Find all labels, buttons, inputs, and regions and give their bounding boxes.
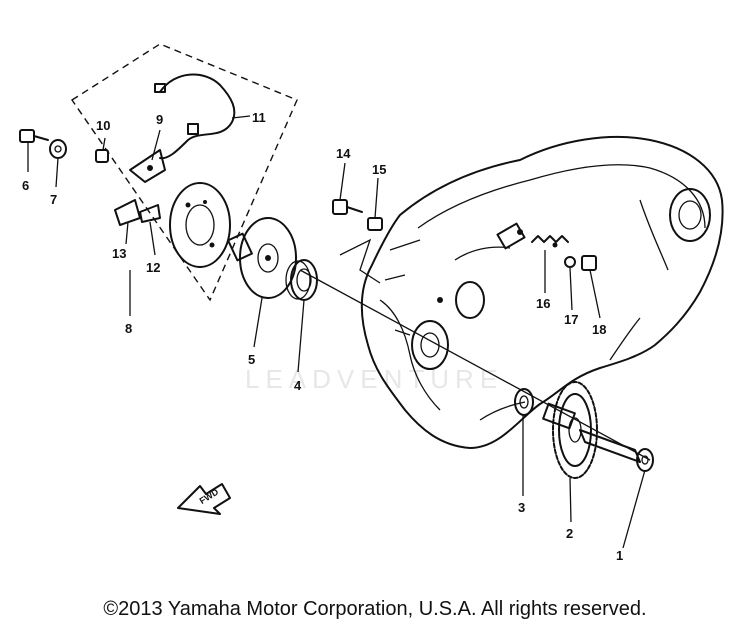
part-rotor-5 xyxy=(227,217,297,299)
callout-9: 9 xyxy=(156,112,163,127)
part-washer-3 xyxy=(514,388,534,416)
part-gear-2 xyxy=(542,381,641,479)
callout-11: 11 xyxy=(252,110,266,125)
fwd-arrow-label: FWD xyxy=(198,486,221,506)
callout-16: 16 xyxy=(536,296,550,311)
callout-3: 3 xyxy=(518,500,525,515)
part-nut-15 xyxy=(367,217,383,231)
callout-17: 17 xyxy=(564,312,578,327)
part-screw-6 xyxy=(19,129,49,143)
part-condenser-12-13 xyxy=(114,199,161,226)
assembly-dashed-outline xyxy=(71,43,298,302)
part-washer-7 xyxy=(49,139,67,159)
part-nut-10 xyxy=(95,149,109,163)
part-stator-plate xyxy=(169,182,231,268)
part-ball-17 xyxy=(564,256,576,268)
callout-2: 2 xyxy=(566,526,573,541)
part-spring-16 xyxy=(531,235,569,243)
copyright-notice: ©2013 Yamaha Motor Corporation, U.S.A. A… xyxy=(103,598,647,620)
part-contact-breaker-9 xyxy=(129,149,166,183)
callout-12: 12 xyxy=(146,260,160,275)
callout-14: 14 xyxy=(336,146,351,161)
callout-5: 5 xyxy=(248,352,255,367)
fwd-direction-arrow: FWD xyxy=(177,483,231,515)
callout-8: 8 xyxy=(125,321,132,336)
part-plug-18 xyxy=(581,255,597,271)
part-bolt-14 xyxy=(332,199,363,215)
callout-7: 7 xyxy=(50,192,57,207)
callout-6: 6 xyxy=(22,178,29,193)
bolt-guide-line xyxy=(339,238,381,284)
callout-15: 15 xyxy=(372,162,386,177)
watermark-text: LEADVENTURE xyxy=(245,364,503,394)
callout-13: 13 xyxy=(112,246,126,261)
callout-1: 1 xyxy=(616,548,623,563)
part-lead-wire-11 xyxy=(154,73,236,160)
leader-lines xyxy=(27,115,646,549)
callout-10: 10 xyxy=(96,118,110,133)
callout-18: 18 xyxy=(592,322,606,337)
callout-4: 4 xyxy=(294,378,302,393)
